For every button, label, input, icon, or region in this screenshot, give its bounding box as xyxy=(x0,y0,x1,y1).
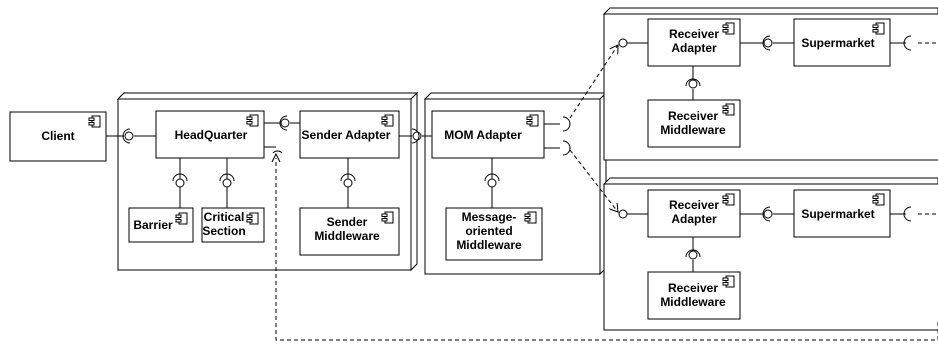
component-label: Adapter xyxy=(671,41,717,55)
dependency-arrowhead-hq xyxy=(271,152,281,163)
component-box xyxy=(155,110,265,159)
component-label: Sender xyxy=(327,215,368,229)
component-supermarket-top: Supermarket xyxy=(793,18,891,67)
component-label: Client xyxy=(41,129,74,143)
component-icon xyxy=(175,212,188,225)
component-mom-adapter: MOM Adapter xyxy=(431,110,545,159)
component-label: Receiver xyxy=(669,27,719,41)
component-icon xyxy=(381,211,394,224)
interface-ports xyxy=(122,35,912,260)
component-barrier: Barrier xyxy=(128,207,194,243)
component-sender-adapter: Sender Adapter xyxy=(299,110,400,159)
component-label: Adapter xyxy=(671,212,717,226)
component-icon xyxy=(722,193,735,206)
component-icon xyxy=(722,275,735,288)
component-label: Critical xyxy=(204,210,245,224)
component-label: Receiver xyxy=(668,109,718,123)
component-label: Middleware xyxy=(660,295,726,309)
component-label: HeadQuarter xyxy=(175,128,248,142)
component-label: oriented xyxy=(465,224,512,238)
component-label: MOM Adapter xyxy=(444,128,522,142)
component-icon xyxy=(722,103,735,116)
component-label: Barrier xyxy=(133,218,173,232)
component-label: Middleware xyxy=(660,123,726,137)
component-label: Message- xyxy=(462,210,517,224)
component-label: Section xyxy=(202,224,245,238)
component-icon xyxy=(722,22,735,35)
component-icon xyxy=(246,114,259,127)
component-icon xyxy=(872,22,885,35)
dashed-dependencies xyxy=(275,42,938,341)
component-client: Client xyxy=(9,111,107,162)
component-label: Supermarket xyxy=(801,207,874,221)
component-icon xyxy=(524,211,537,224)
component-label: Sender Adapter xyxy=(302,128,391,142)
component-label: Middleware xyxy=(456,238,522,252)
connector-lines xyxy=(106,42,906,272)
component-headquarter: HeadQuarter xyxy=(155,110,265,159)
component-label: Middleware xyxy=(314,229,380,243)
component-icon xyxy=(526,114,539,127)
component-icon xyxy=(381,114,394,127)
component-supermarket-bottom: Supermarket xyxy=(793,189,891,238)
component-label: Receiver xyxy=(669,198,719,212)
component-label: Supermarket xyxy=(801,36,874,50)
component-icon xyxy=(88,115,101,128)
component-label: Receiver xyxy=(668,281,718,295)
component-box xyxy=(299,110,400,159)
component-icon xyxy=(872,193,885,206)
component-icon xyxy=(246,212,259,225)
component-box xyxy=(431,110,545,159)
